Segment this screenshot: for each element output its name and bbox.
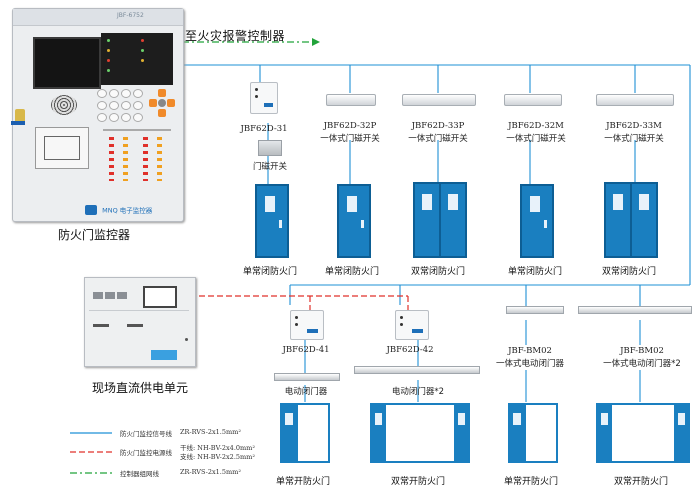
bottom-sub-2: 电动闭门器*2: [391, 387, 445, 397]
integrated-closer-3: [506, 306, 564, 314]
bottom-sub-1: 电动闭门器: [284, 387, 328, 397]
door-magnetic-switch-4: [504, 94, 562, 106]
controller-title: 防火门监控器: [58, 228, 131, 242]
door-label-5: 双常闭防火门: [601, 267, 656, 277]
controller-screen: [33, 37, 101, 89]
dc-power-unit: [84, 277, 196, 367]
door-label-4: 单常闭防火门: [507, 267, 562, 277]
power-unit-title: 现场直流供电单元: [92, 381, 189, 395]
controller-header: JBF-6752: [13, 9, 183, 26]
network-arrow: [312, 38, 320, 46]
power-lines: [190, 295, 409, 310]
door-label-1: 单常闭防火门: [242, 267, 297, 277]
door-single-closed-4: [520, 184, 554, 258]
device-extra-1: 门磁开关: [252, 162, 287, 172]
door-label-2: 单常闭防火门: [324, 267, 379, 277]
device-model-5: JBF62D-33M: [606, 121, 662, 131]
device-model-2: JBF62D-32P: [323, 121, 377, 131]
fire-door-controller: JBF-6752: [11, 8, 184, 222]
navigation-pad[interactable]: [149, 89, 175, 119]
legend-spec-power-main: 干线: NH-BV-2x4.0mm²: [180, 444, 255, 452]
door-single-closed-2: [337, 184, 371, 258]
key-lock-icon: [15, 109, 25, 123]
door-label-3: 双常闭防火门: [410, 267, 465, 277]
bottom-model-2: JBF62D-42: [386, 345, 434, 355]
key-icon: [11, 121, 25, 125]
device-sub-4: 一体式门磁开关: [506, 134, 566, 144]
legend-label-network: 控制器组网线: [120, 470, 159, 478]
door-monitor-module-1: [250, 82, 278, 114]
device-sub-3: 一体式门磁开关: [408, 134, 468, 144]
device-model-1: JBF62D-31: [240, 124, 288, 134]
legend-label-signal: 防火门监控信号线: [120, 430, 172, 438]
bottom-model-1: JBF62D-41: [282, 345, 330, 355]
door-double-open-2: [370, 403, 470, 463]
controller-header-text: JBF-6752: [117, 12, 144, 19]
door-single-open-3: [508, 403, 558, 463]
device-sub-2: 一体式门磁开关: [320, 134, 380, 144]
indicator-panel: [101, 33, 173, 85]
printer-slot: [35, 127, 89, 169]
door-magnetic-switch-2: [326, 94, 376, 106]
led-panel: [99, 129, 175, 189]
bottom-door-label-3: 单常开防火门: [503, 477, 558, 487]
keypad[interactable]: [97, 89, 145, 123]
closer-control-module-2: [395, 310, 429, 340]
door-single-closed-1: [255, 184, 289, 258]
bottom-door-label-1: 单常开防火门: [275, 477, 330, 487]
door-magnetic-switch-3: [402, 94, 476, 106]
door-magnetic-switch-5: [596, 94, 674, 106]
speaker-grille: [51, 95, 77, 115]
legend-label-power: 防火门监控电源线: [120, 449, 172, 457]
closer-control-module-1: [290, 310, 324, 340]
door-single-open-1: [280, 403, 330, 463]
legend-spec-power-branch: 支线: NH-BV-2x2.5mm²: [180, 453, 255, 461]
electric-closer-2: [354, 366, 480, 374]
door-double-open-4: [596, 403, 690, 463]
bottom-door-label-4: 双常开防火门: [613, 477, 668, 487]
legend-spec-signal: ZR-RVS-2x1.5mm²: [180, 428, 241, 436]
power-unit-label-plate: [151, 350, 177, 360]
device-model-3: JBF62D-33P: [411, 121, 465, 131]
bottom-sub-3: 一体式电动闭门器: [495, 359, 564, 369]
voltmeter: [143, 286, 177, 308]
signal-lines: [183, 64, 691, 402]
bottom-model-3: JBF-BM02: [508, 346, 552, 356]
electric-closer-1: [274, 373, 340, 381]
door-double-closed-3: [413, 182, 467, 258]
device-model-4: JBF62D-32M: [508, 121, 564, 131]
brand-logo: MNQ 电子监控器: [85, 199, 175, 215]
magnetic-switch-1: [258, 140, 282, 156]
bottom-door-label-2: 双常开防火门: [390, 477, 445, 487]
fire-alarm-link-label: 至火灾报警控制器: [185, 29, 286, 43]
bottom-model-4: JBF-BM02: [620, 346, 664, 356]
bottom-sub-4: 一体式电动闭门器*2: [603, 359, 681, 369]
device-sub-5: 一体式门磁开关: [604, 134, 664, 144]
integrated-closer-4: [578, 306, 692, 314]
door-double-closed-5: [604, 182, 658, 258]
legend-spec-network: ZR-RVS-2x1.5mm²: [180, 468, 241, 476]
